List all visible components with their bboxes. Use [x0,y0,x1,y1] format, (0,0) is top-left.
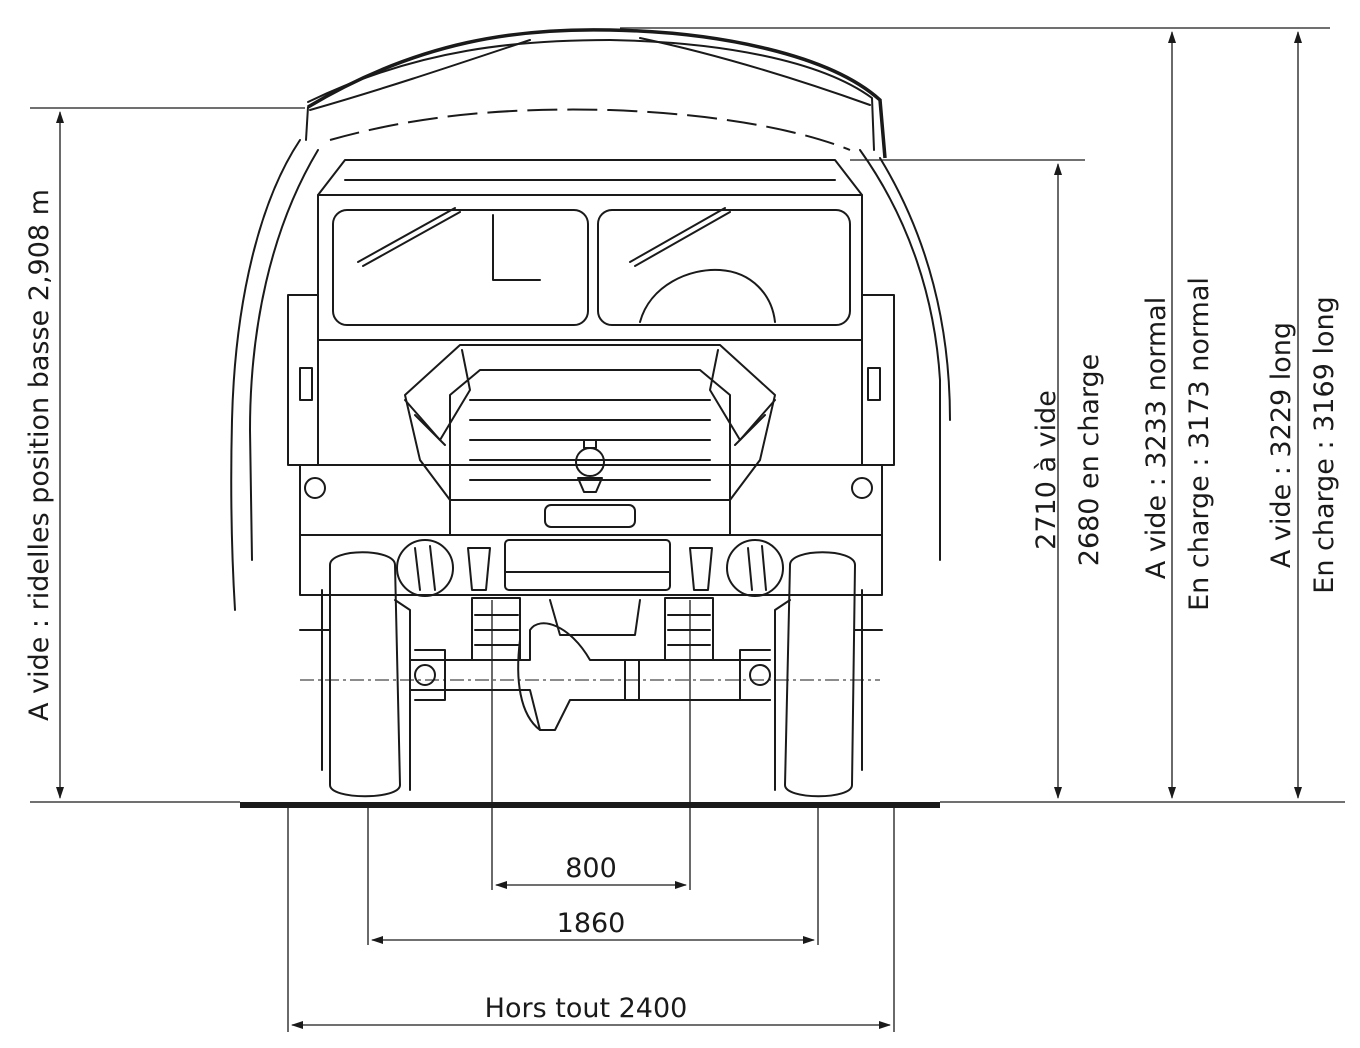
normal-height-loaded-label: En charge : 3173 normal [1184,277,1215,611]
overall-width-label: Hors tout 2400 [485,993,688,1024]
left-wheel [299,551,411,798]
hood [404,344,776,501]
radiator-grille [449,369,731,536]
ridelles-height-label: A vide : ridelles position basse 2,908 m [24,189,55,721]
center-lines [287,600,895,1032]
track-inner-label: 800 [565,853,617,884]
windshield [332,207,851,326]
cab-height-empty-label: 2710 à vide [1031,390,1062,550]
dimension-lines [56,31,1302,1029]
axle-assembly [409,597,771,731]
canopy-outline [230,28,951,611]
height-extension-lines [30,27,1345,803]
cab-height-loaded-label: 2680 en charge [1074,354,1105,566]
long-height-empty-label: A vide : 3229 long [1266,322,1297,568]
front-bumper [299,464,883,596]
headlights [396,539,784,597]
cab-roof [317,159,863,341]
normal-height-empty-label: A vide : 3233 normal [1141,297,1172,579]
long-height-loaded-label: En charge : 3169 long [1309,296,1340,593]
right-wheel [774,551,883,798]
track-label: 1860 [557,908,626,939]
